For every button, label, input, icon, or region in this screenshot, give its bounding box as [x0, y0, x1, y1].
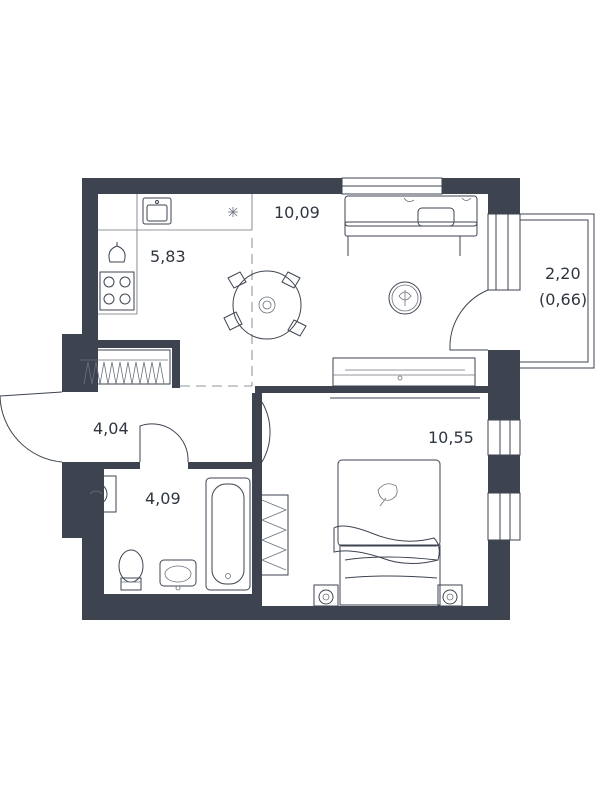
wardrobe-icon [259, 494, 289, 576]
wall-top [82, 178, 520, 194]
entrance-door-swing [0, 391, 63, 463]
bedroom [259, 459, 463, 607]
stove-icon [99, 271, 135, 311]
walls [62, 178, 520, 620]
living-room [330, 195, 480, 399]
sink-icon [142, 197, 172, 225]
wall-left-mid [62, 334, 98, 392]
wall-right-bottom [488, 540, 510, 620]
wall-bath-bottom [98, 594, 252, 606]
bedroom-door-swing-arc [261, 401, 271, 463]
bathroom-area-label: 4,09 [145, 489, 181, 508]
wall-right-mid [488, 350, 520, 420]
kitchen [77, 194, 307, 387]
kettle-icon [108, 242, 126, 263]
wall-closet-right [172, 340, 180, 388]
wall-closet-top [98, 340, 180, 348]
hall [0, 391, 271, 463]
hall-area-label: 4,04 [93, 419, 129, 438]
wall-right-mid2 [488, 455, 520, 493]
balcony-area-label: 2,20 [545, 264, 581, 283]
living-area-label: 10,09 [274, 203, 320, 222]
kitchen-area-label: 5,83 [150, 247, 186, 266]
window-bedroom-1 [487, 419, 521, 456]
windows [341, 177, 521, 541]
bathtub-icon [205, 477, 251, 591]
balcony-door-swing [449, 289, 489, 351]
wall-left-upper [82, 178, 98, 334]
window-bedroom-2 [487, 492, 521, 541]
washing-machine-icon [75, 475, 117, 513]
wall-bath-left [98, 462, 104, 594]
toilet-icon [118, 549, 144, 591]
lamp-icon-2 [437, 584, 463, 607]
wall-bath-top-left [98, 462, 140, 469]
wall-bottom [82, 606, 510, 620]
wall-left-bottom [82, 538, 98, 620]
tv-stand-icon [330, 357, 480, 399]
closet-icon [77, 349, 171, 385]
bathroom [75, 475, 251, 591]
balcony-reduced-area-label: (0,66) [539, 290, 587, 309]
wall-bath-top-right [188, 462, 262, 469]
light-icon [228, 207, 238, 217]
window-balcony-door [487, 213, 521, 291]
bathroom-door-swing [139, 423, 189, 463]
dining-table-icon [223, 270, 307, 340]
wall-right-top [488, 178, 520, 214]
sofa-icon [344, 195, 478, 256]
bedroom-area-label: 10,55 [428, 428, 474, 447]
wall-bedroom-top [255, 386, 488, 393]
bathroom-sink-icon [159, 559, 197, 591]
bed-icon [333, 459, 441, 606]
wall-left-lower [62, 462, 98, 538]
plant-icon [388, 281, 422, 315]
lamp-icon [313, 584, 339, 607]
balcony [449, 213, 595, 369]
wall-bedroom-left [252, 393, 262, 606]
